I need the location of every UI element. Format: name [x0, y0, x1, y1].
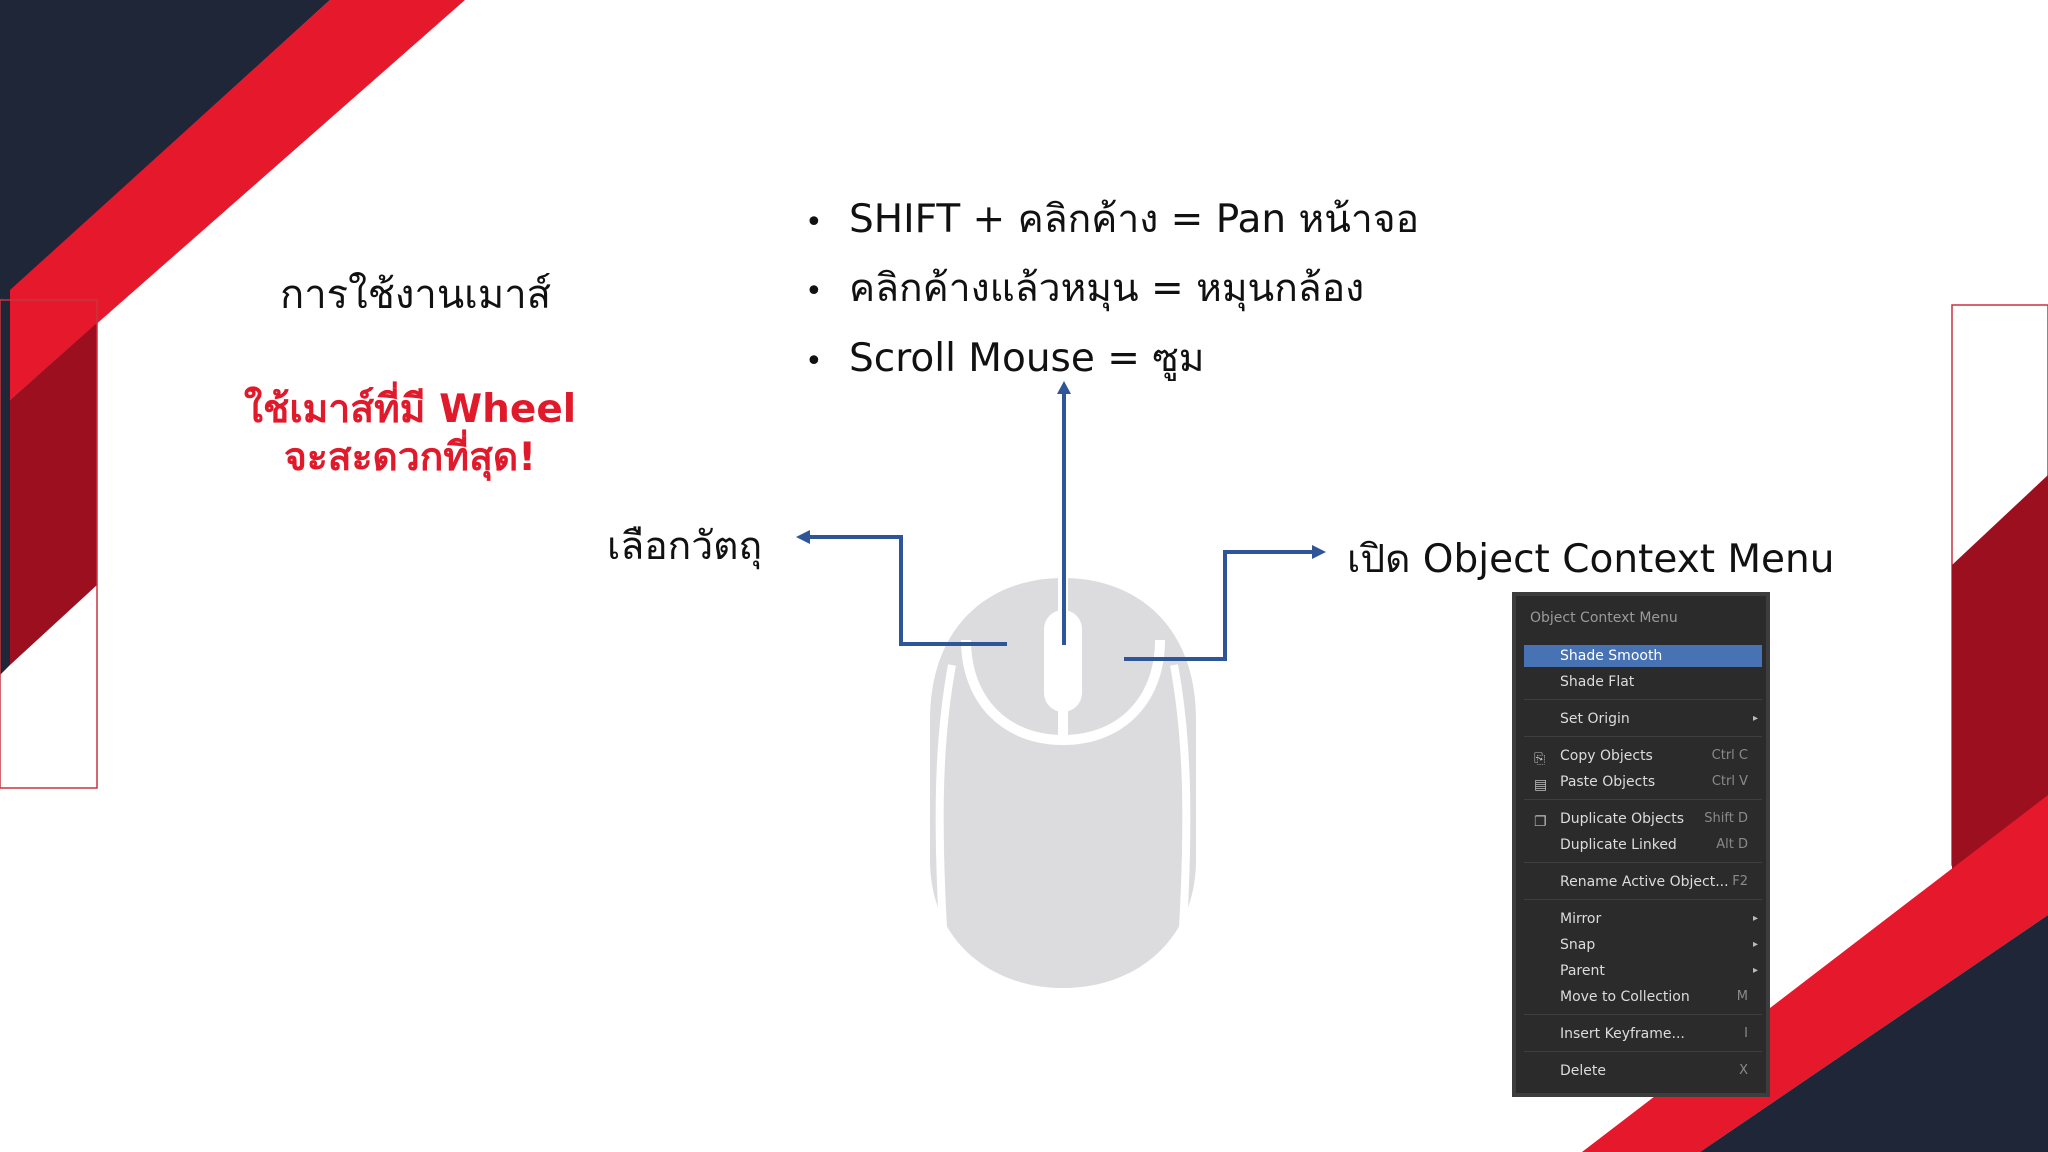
left-click-label: เลือกวัตถุ — [607, 524, 763, 569]
bullet-icon: • — [805, 274, 823, 309]
copy-objects-icon: ⎘ — [1534, 751, 1546, 767]
menu-item-set-origin[interactable]: Set Origin ▸ — [1524, 708, 1762, 730]
duplicate-objects-icon: ❐ — [1534, 814, 1547, 830]
submenu-arrow-icon: ▸ — [1752, 965, 1758, 976]
bullet-item-rotate: • คลิกค้างแล้วหมุน = หมุนกล้อง — [805, 257, 1364, 319]
menu-separator — [1524, 699, 1762, 700]
bullet-text: Scroll Mouse = ซูม — [849, 336, 1205, 381]
bullet-item-pan: • SHIFT + คลิกค้าง = Pan หน้าจอ — [805, 188, 1419, 250]
navy-corner-bottom-right — [1700, 915, 2048, 1152]
menu-item-paste-objects[interactable]: ▤ Paste Objects Ctrl V — [1524, 771, 1762, 793]
menu-item-shortcut: I — [1744, 1026, 1748, 1041]
menu-item-label: Parent — [1560, 963, 1605, 979]
menu-item-shortcut: Alt D — [1716, 837, 1748, 852]
bullet-text: SHIFT + คลิกค้าง = Pan หน้าจอ — [849, 197, 1420, 242]
menu-separator — [1524, 1014, 1762, 1015]
menu-item-label: Paste Objects — [1560, 774, 1656, 790]
menu-separator — [1524, 899, 1762, 900]
menu-item-shortcut: Ctrl C — [1711, 748, 1748, 763]
menu-separator — [1524, 862, 1762, 863]
menu-item-label: Rename Active Object... — [1560, 874, 1729, 890]
menu-item-label: Delete — [1560, 1063, 1606, 1079]
bullet-icon: • — [805, 344, 823, 379]
menu-separator — [1524, 736, 1762, 737]
paste-objects-icon: ▤ — [1534, 777, 1548, 793]
right-click-arrow — [1124, 545, 1326, 661]
red-stripe-top-left — [10, 0, 465, 400]
submenu-arrow-icon: ▸ — [1752, 939, 1758, 950]
menu-item-shortcut: F2 — [1732, 874, 1748, 889]
menu-item-snap[interactable]: Snap ▸ — [1524, 934, 1762, 956]
right-click-label: เปิด Object Context Menu — [1347, 537, 1835, 582]
outline-box-left — [0, 299, 98, 789]
menu-item-shortcut: M — [1736, 989, 1748, 1004]
menu-item-shade-flat[interactable]: Shade Flat — [1524, 671, 1762, 693]
menu-item-shortcut: Ctrl V — [1711, 774, 1748, 789]
menu-item-label: Set Origin — [1560, 711, 1630, 727]
bullet-item-zoom: • Scroll Mouse = ซูม — [805, 327, 1205, 389]
scroll-wheel-arrow — [1057, 381, 1071, 645]
menu-item-label: Move to Collection — [1560, 989, 1690, 1005]
menu-item-label: Mirror — [1560, 911, 1602, 927]
menu-item-label: Duplicate Objects — [1560, 811, 1685, 827]
left-click-arrow — [796, 530, 1007, 646]
mouse-illustration — [930, 578, 1196, 988]
menu-item-insert-keyframe[interactable]: Insert Keyframe... I — [1524, 1023, 1762, 1045]
menu-item-duplicate-objects[interactable]: ❐ Duplicate Objects Shift D — [1524, 808, 1762, 830]
menu-item-label: Copy Objects — [1560, 748, 1653, 764]
menu-item-duplicate-linked[interactable]: Duplicate Linked Alt D — [1524, 834, 1762, 856]
menu-item-label: Shade Flat — [1560, 674, 1635, 690]
menu-item-rename-active-object[interactable]: Rename Active Object... F2 — [1524, 871, 1762, 893]
menu-separator — [1524, 1051, 1762, 1052]
submenu-arrow-icon: ▸ — [1752, 913, 1758, 924]
submenu-arrow-icon: ▸ — [1752, 713, 1758, 724]
menu-item-parent[interactable]: Parent ▸ — [1524, 960, 1762, 982]
navy-stripe-left — [0, 290, 10, 675]
dark-red-stripe-top-left — [10, 323, 97, 665]
bullet-icon: • — [805, 205, 823, 240]
menu-item-delete[interactable]: Delete X — [1524, 1060, 1762, 1082]
bullet-text: คลิกค้างแล้วหมุน = หมุนกล้อง — [849, 266, 1365, 311]
menu-title: Object Context Menu — [1530, 610, 1678, 626]
menu-item-shortcut: X — [1739, 1063, 1748, 1078]
menu-item-label: Shade Smooth — [1560, 648, 1663, 664]
object-context-menu: Object Context Menu Shade Smooth Shade F… — [1512, 592, 1770, 1097]
menu-item-label: Insert Keyframe... — [1560, 1026, 1685, 1042]
menu-item-shade-smooth[interactable]: Shade Smooth — [1524, 645, 1762, 667]
menu-item-copy-objects[interactable]: ⎘ Copy Objects Ctrl C — [1524, 745, 1762, 767]
menu-separator — [1524, 799, 1762, 800]
wheel-tip-line-2: จะสะดวกที่สุด! — [283, 435, 536, 480]
menu-item-label: Duplicate Linked — [1560, 837, 1677, 853]
menu-item-label: Snap — [1560, 937, 1596, 953]
menu-item-mirror[interactable]: Mirror ▸ — [1524, 908, 1762, 930]
menu-item-shortcut: Shift D — [1704, 811, 1748, 826]
menu-item-move-to-collection[interactable]: Move to Collection M — [1524, 986, 1762, 1008]
slide-title: การใช้งานเมาส์ — [280, 272, 552, 318]
wheel-tip-line-1: ใช้เมาส์ที่มี Wheel — [243, 387, 577, 432]
